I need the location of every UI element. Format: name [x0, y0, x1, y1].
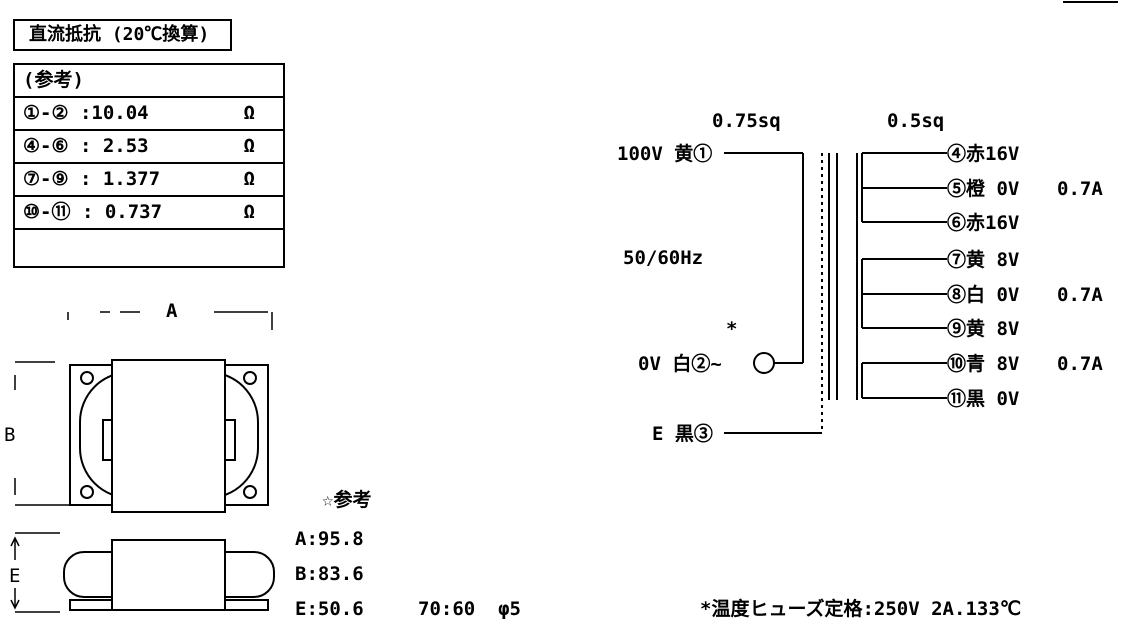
current-rating: 0.7A: [1057, 353, 1103, 375]
secondary-pin5: ⑤橙 0V: [947, 178, 1020, 200]
schematic-lines: [724, 152, 947, 434]
primary-wire-label: 0.75sq: [712, 110, 781, 132]
dimension-a-line: [67, 311, 273, 330]
table-row: ⑦-⑨ : 1.377 Ω: [14, 163, 284, 197]
frequency-label: 50/60Hz: [623, 247, 704, 269]
reference-mount: 70:60 φ5: [418, 598, 521, 620]
secondary-pin8: ⑧白 0V: [947, 284, 1020, 306]
table-row: ④-⑥ : 2.53 Ω: [14, 130, 284, 164]
fuse-star: *: [726, 318, 738, 340]
dimension-b-line: [14, 361, 70, 506]
secondary-pin11: ⑪黒 0V: [947, 388, 1020, 410]
primary-pin2: 0V 白②~: [638, 353, 722, 375]
dimension-e-line: [10, 532, 60, 613]
secondary-pin10: ⑩青 8V: [947, 353, 1020, 375]
reference-b: B:83.6: [295, 563, 364, 585]
dimension-a-label: A: [166, 300, 178, 322]
reference-heading: ☆参考: [322, 489, 372, 511]
secondary-pin6: ⑥赤16V: [947, 212, 1020, 234]
current-rating: 0.7A: [1057, 178, 1103, 200]
primary-pin3: E 黒③: [652, 423, 713, 445]
dimension-b-label: B: [4, 424, 16, 446]
reference-a: A:95.8: [295, 528, 364, 550]
table-row: ①-② :10.04 Ω: [14, 97, 284, 131]
primary-pin1: 100V 黄①: [617, 143, 713, 165]
secondary-wire-label: 0.5sq: [887, 110, 945, 132]
fuse-note: *温度ヒューズ定格:250V 2A.133℃: [700, 598, 1022, 620]
reference-e: E:50.6: [295, 598, 364, 620]
table-row: ⑩-⑪ : 0.737 Ω: [14, 196, 284, 230]
secondary-pin7: ⑦黄 8V: [947, 249, 1020, 271]
transformer-side-view: [63, 539, 275, 611]
resistance-title: 直流抵抗 (20℃換算): [13, 19, 232, 51]
secondary-pin9: ⑨黄 8V: [947, 318, 1020, 340]
table-header: (参考): [14, 64, 284, 98]
transformer-front-view: [69, 359, 269, 513]
dimension-e-label: E: [9, 565, 21, 587]
resistance-table: (参考) ①-② :10.04 Ω ④-⑥ : 2.53 Ω ⑦-⑨ : 1.3…: [13, 63, 285, 268]
secondary-pin4: ④赤16V: [947, 143, 1020, 165]
current-rating: 0.7A: [1057, 284, 1103, 306]
